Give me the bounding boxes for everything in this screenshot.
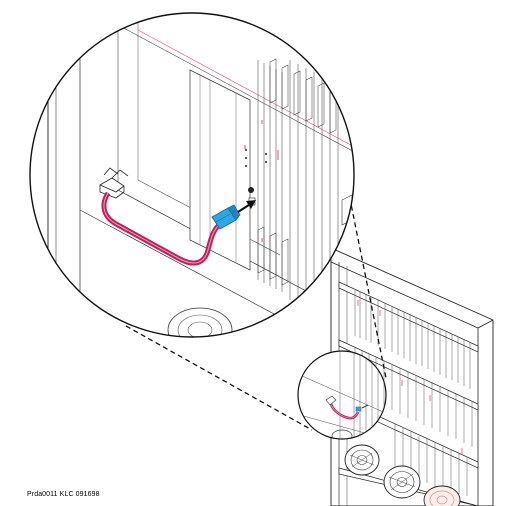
rj45-connector-icon [211,204,241,230]
fan-icon [344,444,380,476]
magnified-detail-view [29,12,355,338]
fan-icon [167,307,233,337]
fan-icon [423,485,461,506]
callout-leader-lines [125,188,387,431]
cabinet-fans [344,444,461,506]
fan-icon [383,465,421,499]
detail-location-circle [297,350,387,440]
magnifier-callout [29,12,355,338]
figure-id-caption: Prda0011 KLC 091698 [27,491,100,498]
equipment-cabinet [330,247,494,506]
cable-clip [99,167,129,199]
insert-arrow-icon [237,200,256,213]
slot-accents [357,300,463,454]
cable-icon [101,191,222,266]
